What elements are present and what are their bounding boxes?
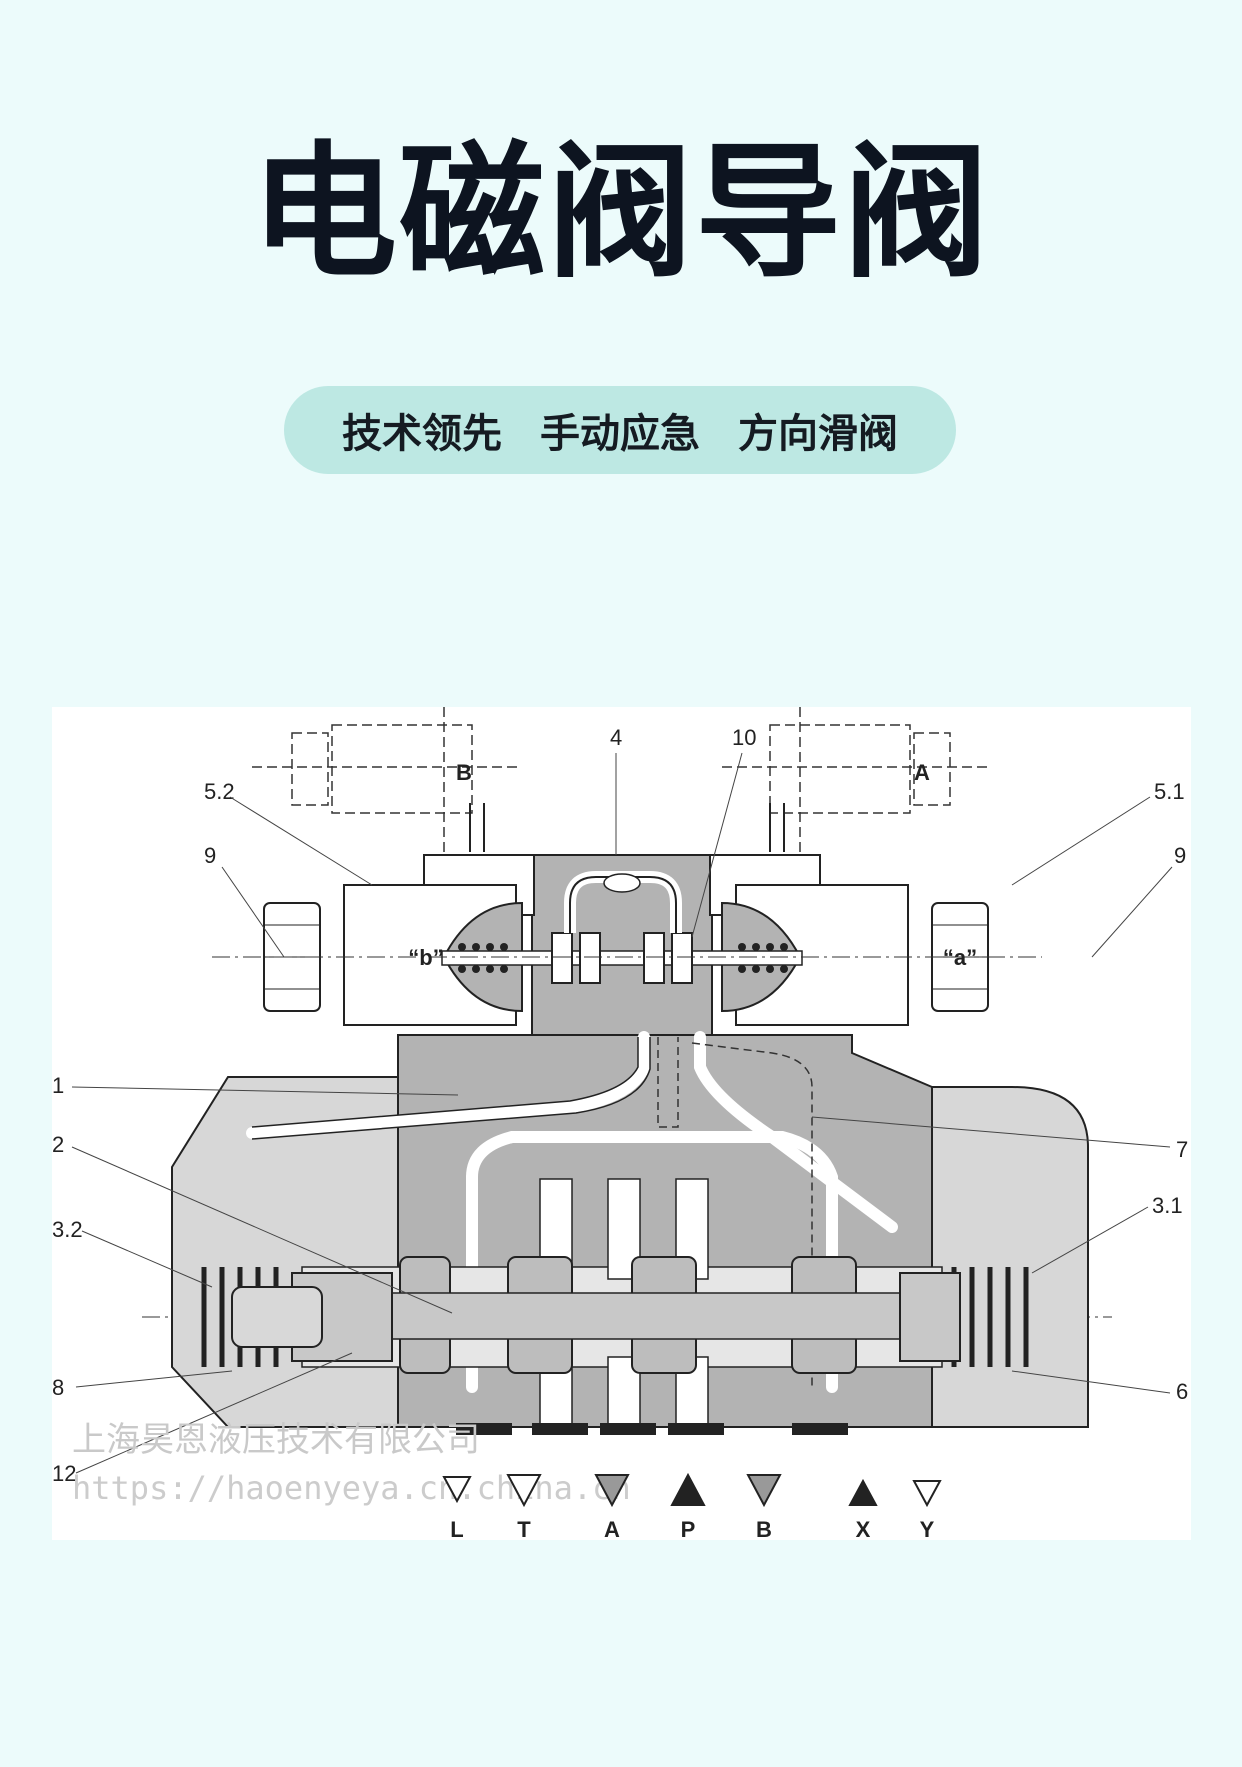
callout-2: 2 xyxy=(52,1132,64,1157)
feature-tags: 技术领先 手动应急 方向滑阀 xyxy=(284,386,956,474)
tag-3: 方向滑阀 xyxy=(738,411,898,457)
port-L: L xyxy=(450,1517,463,1540)
page-title: 电磁阀导阀 xyxy=(251,128,991,298)
callout-7: 7 xyxy=(1176,1137,1188,1162)
solenoid-b-outline xyxy=(252,707,522,857)
port-A: A xyxy=(604,1517,620,1540)
callout-5.2: 5.2 xyxy=(204,779,235,804)
coil-label-b: “b” xyxy=(408,945,443,970)
port-P: P xyxy=(681,1517,696,1540)
callout-6: 6 xyxy=(1176,1379,1188,1404)
port-T: T xyxy=(517,1517,531,1540)
callout-4: 4 xyxy=(610,725,622,750)
callout-12: 12 xyxy=(52,1461,76,1486)
callout-5.1: 5.1 xyxy=(1154,779,1185,804)
port-Y: Y xyxy=(920,1517,935,1540)
callout-1: 1 xyxy=(52,1073,64,1098)
port-X: X xyxy=(856,1517,871,1540)
tag-2: 手动应急 xyxy=(540,411,700,457)
solenoid-a-outline xyxy=(722,707,992,857)
coil-label-a: “a” xyxy=(943,945,977,970)
callout-8: 8 xyxy=(52,1375,64,1400)
callout-10: 10 xyxy=(732,725,756,750)
watermark-url: https://haoenyeya.cn.china.cn xyxy=(72,1469,631,1507)
callout-9-right: 9 xyxy=(1174,843,1186,868)
solenoid-label-a: A xyxy=(914,760,930,785)
callout-3.1: 3.1 xyxy=(1152,1193,1183,1218)
valve-cross-section-diagram: 5.2 9 4 10 5.1 9 1 2 3.2 8 12 7 3.1 6 B … xyxy=(52,707,1191,1540)
solenoid-label-b: B xyxy=(456,760,472,785)
port-B: B xyxy=(756,1517,772,1540)
tag-1: 技术领先 xyxy=(342,411,502,457)
valve-svg: 5.2 9 4 10 5.1 9 1 2 3.2 8 12 7 3.1 6 B … xyxy=(52,707,1188,1540)
callout-3.2: 3.2 xyxy=(52,1217,83,1242)
watermark-company: 上海昊恩液压技术有限公司 xyxy=(72,1420,480,1460)
callout-9-left: 9 xyxy=(204,843,216,868)
port-markers xyxy=(442,1472,942,1508)
